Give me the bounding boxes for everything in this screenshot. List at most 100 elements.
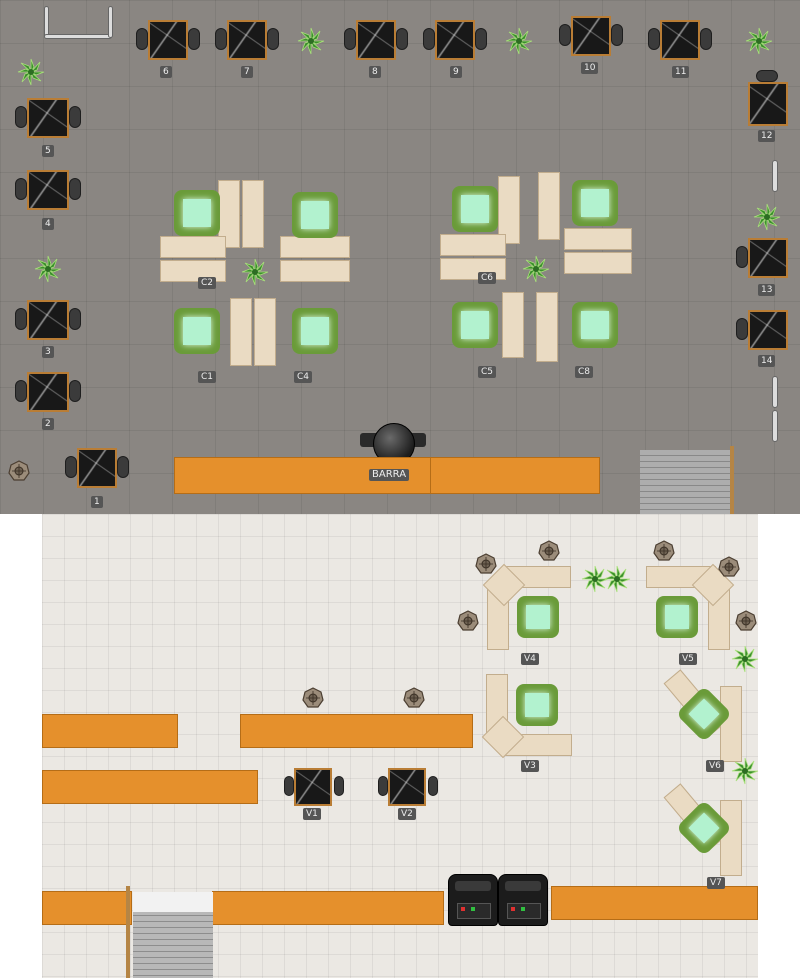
booth-v4[interactable] (482, 563, 573, 650)
table-label: 6 (160, 66, 172, 78)
table-label: 9 (450, 66, 462, 78)
counter[interactable] (42, 714, 178, 748)
stair-railing (730, 446, 734, 514)
table-11[interactable] (648, 18, 712, 64)
plant-icon (603, 565, 631, 593)
booth-label: C2 (198, 277, 217, 289)
table-label: 2 (42, 418, 54, 430)
table-label: 11 (672, 66, 690, 78)
booth-table-c3[interactable] (292, 192, 338, 238)
table-10[interactable] (559, 14, 623, 60)
stool-icon[interactable] (8, 460, 30, 482)
table-1[interactable] (65, 446, 129, 492)
chair-icon (611, 24, 623, 46)
stair-landing (133, 892, 213, 912)
table-2[interactable] (15, 370, 81, 414)
booth-table-c5[interactable] (452, 302, 498, 348)
booth-table-c2[interactable] (174, 190, 220, 236)
lower-floor-plan: V1 V2 V4 V5 V3 V6 V7 (0, 514, 800, 978)
booth-label: C6 (478, 272, 497, 284)
counter[interactable] (42, 891, 132, 925)
chair-icon (344, 28, 356, 50)
stool-icon[interactable] (653, 540, 675, 562)
booth-table-c8[interactable] (572, 302, 618, 348)
bar-counter[interactable] (430, 457, 600, 494)
booth-table-c9[interactable] (572, 180, 618, 226)
table-label: 5 (42, 145, 54, 157)
plant-icon (241, 258, 269, 286)
table-label: 10 (581, 62, 599, 74)
stool-icon[interactable] (457, 610, 479, 632)
chair-icon (475, 28, 487, 50)
booth-table-c1[interactable] (174, 308, 220, 354)
chair-icon (284, 776, 294, 796)
counter[interactable] (551, 886, 758, 920)
table-5[interactable] (15, 96, 81, 140)
booth-v3[interactable] (481, 674, 574, 759)
plant-icon (731, 757, 759, 785)
stool-icon[interactable] (302, 687, 324, 709)
booth-v7[interactable] (663, 774, 754, 880)
booth-label: C8 (575, 366, 594, 378)
table-4[interactable] (15, 168, 81, 212)
booth-table-v4[interactable] (517, 596, 559, 638)
counter[interactable] (240, 714, 473, 748)
booth-table-c4[interactable] (292, 308, 338, 354)
chair-icon (15, 178, 27, 200)
staircase (640, 450, 730, 514)
booth-v5[interactable] (646, 563, 735, 650)
stool-icon[interactable] (403, 687, 425, 709)
machine-icon[interactable] (498, 874, 548, 926)
table-v2[interactable] (378, 766, 438, 808)
upper-floor-plan: 6 7 8 9 10 11 5 (0, 0, 800, 514)
stool-icon[interactable] (735, 610, 757, 632)
railing (772, 160, 778, 192)
booth-v6[interactable] (663, 660, 754, 766)
plant-icon (745, 27, 773, 55)
booth-label: V3 (521, 760, 539, 772)
table-14[interactable] (736, 308, 800, 352)
chair-icon (69, 308, 81, 330)
chair-icon (15, 308, 27, 330)
table-8[interactable] (344, 18, 408, 64)
plant-icon (34, 255, 62, 283)
stair-railing (126, 886, 130, 978)
table-label: V2 (398, 808, 416, 820)
chair-icon (700, 28, 712, 50)
table-7[interactable] (215, 18, 279, 64)
railing (44, 34, 112, 39)
chair-icon (188, 28, 200, 50)
booth-label: V5 (679, 653, 697, 665)
booth-table-c7[interactable] (452, 186, 498, 232)
railing (772, 376, 778, 408)
booth-table-v5[interactable] (656, 596, 698, 638)
booth-label: V4 (521, 653, 539, 665)
table-6[interactable] (136, 18, 200, 64)
table-v1[interactable] (284, 766, 344, 808)
table-label: 1 (91, 496, 103, 508)
counter[interactable] (42, 770, 258, 804)
machine-icon[interactable] (448, 874, 498, 926)
table-3[interactable] (15, 298, 81, 342)
table-13[interactable] (736, 236, 800, 280)
stool-icon[interactable] (718, 556, 740, 578)
stool-icon[interactable] (538, 540, 560, 562)
chair-icon (69, 178, 81, 200)
chair-icon (423, 28, 435, 50)
chair-icon (428, 776, 438, 796)
booth-label: V7 (707, 877, 725, 889)
chair-icon (69, 380, 81, 402)
table-label: 13 (758, 284, 776, 296)
table-12[interactable] (746, 70, 790, 130)
booth-table-v3[interactable] (516, 684, 558, 726)
table-label: 7 (241, 66, 253, 78)
table-9[interactable] (423, 18, 487, 64)
plant-icon (297, 27, 325, 55)
railing (108, 6, 113, 38)
chair-icon (215, 28, 227, 50)
plant-icon (17, 58, 45, 86)
stool-icon[interactable] (475, 553, 497, 575)
chair-icon (756, 70, 778, 82)
table-label: 3 (42, 346, 54, 358)
counter[interactable] (212, 891, 444, 925)
